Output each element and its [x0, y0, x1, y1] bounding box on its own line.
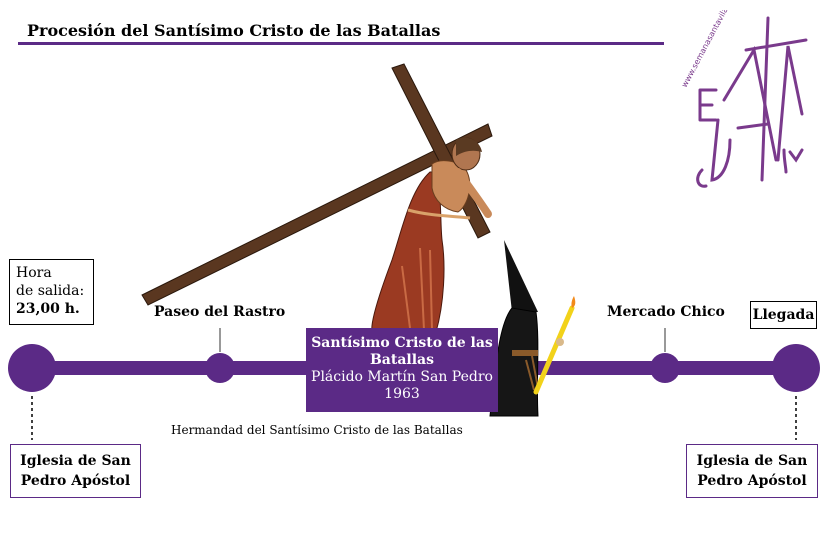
svg-text:www.semanasantavila.com: www.semanasantavila.com: [680, 10, 739, 89]
origin-church-line2: Pedro Apóstol: [20, 473, 131, 489]
destination-church-box: Iglesia de San Pedro Apóstol: [686, 444, 818, 498]
departure-time-box: Hora de salida: 23,00 h.: [9, 259, 94, 325]
destination-church-line2: Pedro Apóstol: [697, 473, 807, 489]
title-underline: [18, 42, 664, 45]
float-name-line2: Batallas: [369, 352, 435, 368]
float-sculptor: Plácido Martín San Pedro: [311, 369, 493, 385]
page-title: Procesión del Santísimo Cristo de las Ba…: [27, 21, 441, 40]
start-node: [8, 344, 56, 392]
arrival-label: Llegada: [752, 307, 815, 323]
penitent-nazareno-illustration: [489, 240, 576, 417]
origin-church-box: Iglesia de San Pedro Apóstol: [10, 444, 141, 498]
arrival-label-box: Llegada: [750, 301, 817, 329]
stop-node-mercado: [650, 353, 680, 383]
departure-time: 23,00 h.: [16, 301, 80, 317]
brotherhood-caption: Hermandad del Santísimo Cristo de las Ba…: [171, 423, 463, 437]
end-node: [772, 344, 820, 392]
departure-label-line1: Hora: [16, 265, 52, 281]
float-name-line1: Santísimo Cristo de las: [311, 335, 493, 351]
float-info-box: Santísimo Cristo de las Batallas Plácido…: [306, 328, 498, 412]
stop-label-mercado: Mercado Chico: [607, 304, 725, 320]
stop-node-paseo: [205, 353, 235, 383]
origin-church-line1: Iglesia de San: [20, 453, 131, 469]
cross-bearing-christ-illustration: [141, 63, 576, 417]
departure-label-line2: de salida:: [16, 283, 85, 299]
float-year: 1963: [384, 386, 420, 402]
stop-label-paseo: Paseo del Rastro: [154, 304, 286, 320]
destination-church-line1: Iglesia de San: [696, 453, 808, 469]
semana-santa-logo: www.semanasantavila.com: [680, 10, 808, 188]
